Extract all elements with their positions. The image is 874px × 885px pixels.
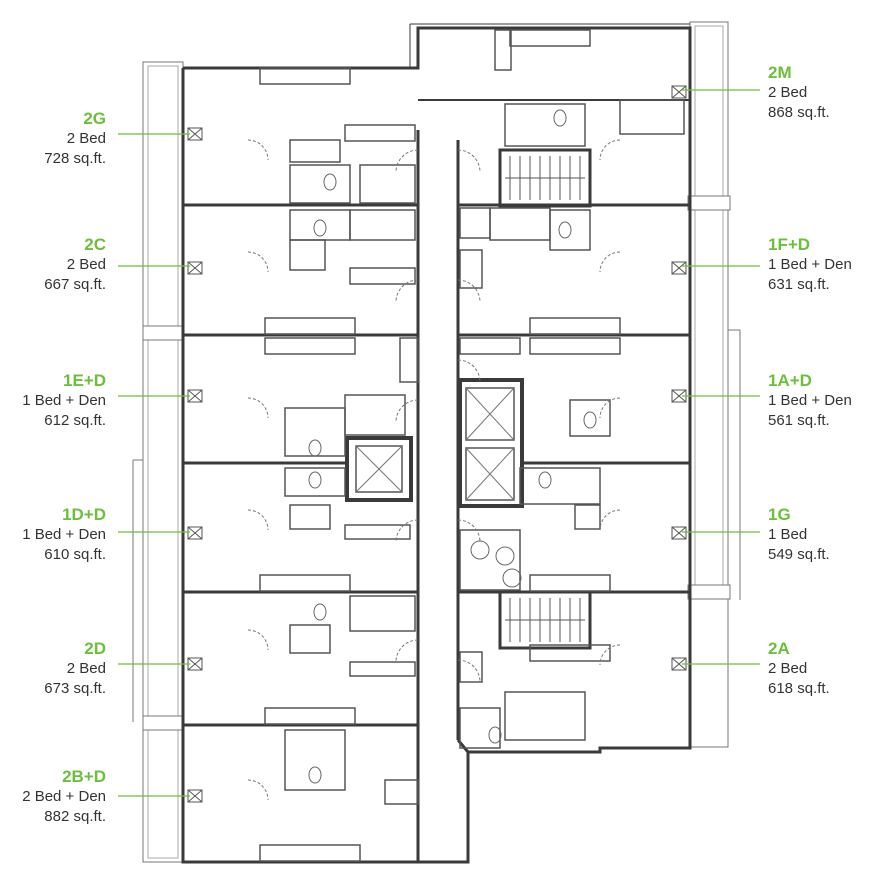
unit-label-1a-d: 1A+D 1 Bed + Den 561 sq.ft. [768, 370, 872, 431]
unit-code: 1G [768, 505, 791, 524]
unit-code: 2M [768, 63, 792, 82]
unit-code: 2B+D [62, 767, 106, 786]
right-interiors [459, 29, 685, 749]
elevator-cores [345, 378, 524, 508]
unit-type: 1 Bed + Den [768, 256, 852, 273]
unit-type: 1 Bed + Den [22, 392, 106, 409]
unit-label-2a: 2A 2 Bed 618 sq.ft. [768, 638, 872, 699]
unit-area: 610 sq.ft. [44, 546, 106, 563]
unit-label-1f-d: 1F+D 1 Bed + Den 631 sq.ft. [768, 234, 872, 295]
unit-code: 2C [84, 235, 106, 254]
plumbing-fixtures [308, 109, 597, 784]
unit-label-2d: 2D 2 Bed 673 sq.ft. [0, 638, 106, 699]
stairs [498, 148, 592, 650]
unit-label-2m: 2M 2 Bed 868 sq.ft. [768, 62, 872, 123]
unit-label-1g: 1G 1 Bed 549 sq.ft. [768, 504, 872, 565]
unit-type: 2 Bed [66, 256, 106, 273]
unit-label-1e-d: 1E+D 1 Bed + Den 612 sq.ft. [0, 370, 106, 431]
unit-label-2c: 2C 2 Bed 667 sq.ft. [0, 234, 106, 295]
unit-area: 882 sq.ft. [44, 808, 106, 825]
unit-type: 2 Bed + Den [22, 788, 106, 805]
balconies [132, 21, 741, 863]
unit-type: 1 Bed [768, 526, 808, 543]
unit-type: 1 Bed + Den [22, 526, 106, 543]
unit-area: 868 sq.ft. [768, 104, 830, 121]
unit-type: 2 Bed [768, 84, 808, 101]
unit-area: 631 sq.ft. [768, 276, 830, 293]
exterior-windows [187, 85, 687, 803]
unit-area: 549 sq.ft. [768, 546, 830, 563]
unit-code: 2D [84, 639, 106, 658]
leader-lines [118, 89, 760, 797]
unit-code: 2G [83, 109, 106, 128]
unit-code: 1A+D [768, 371, 812, 390]
unit-code: 1D+D [62, 505, 106, 524]
unit-label-1d-d: 1D+D 1 Bed + Den 610 sq.ft. [0, 504, 106, 565]
left-unit-walls [183, 203, 418, 727]
unit-area: 728 sq.ft. [44, 150, 106, 167]
unit-label-2g: 2G 2 Bed 728 sq.ft. [0, 108, 106, 169]
left-interiors [259, 67, 419, 862]
unit-code: 1E+D [63, 371, 106, 390]
unit-area: 673 sq.ft. [44, 680, 106, 697]
unit-area: 667 sq.ft. [44, 276, 106, 293]
exterior-walls [181, 23, 692, 864]
unit-type: 2 Bed [768, 660, 808, 677]
unit-type: 1 Bed + Den [768, 392, 852, 409]
unit-area: 561 sq.ft. [768, 412, 830, 429]
unit-area: 612 sq.ft. [44, 412, 106, 429]
unit-area: 618 sq.ft. [768, 680, 830, 697]
unit-code: 1F+D [768, 235, 811, 254]
unit-type: 2 Bed [66, 660, 106, 677]
unit-code: 2A [768, 639, 790, 658]
unit-type: 2 Bed [66, 130, 106, 147]
door-swings [247, 139, 621, 801]
unit-label-2b-d: 2B+D 2 Bed + Den 882 sq.ft. [0, 766, 106, 827]
